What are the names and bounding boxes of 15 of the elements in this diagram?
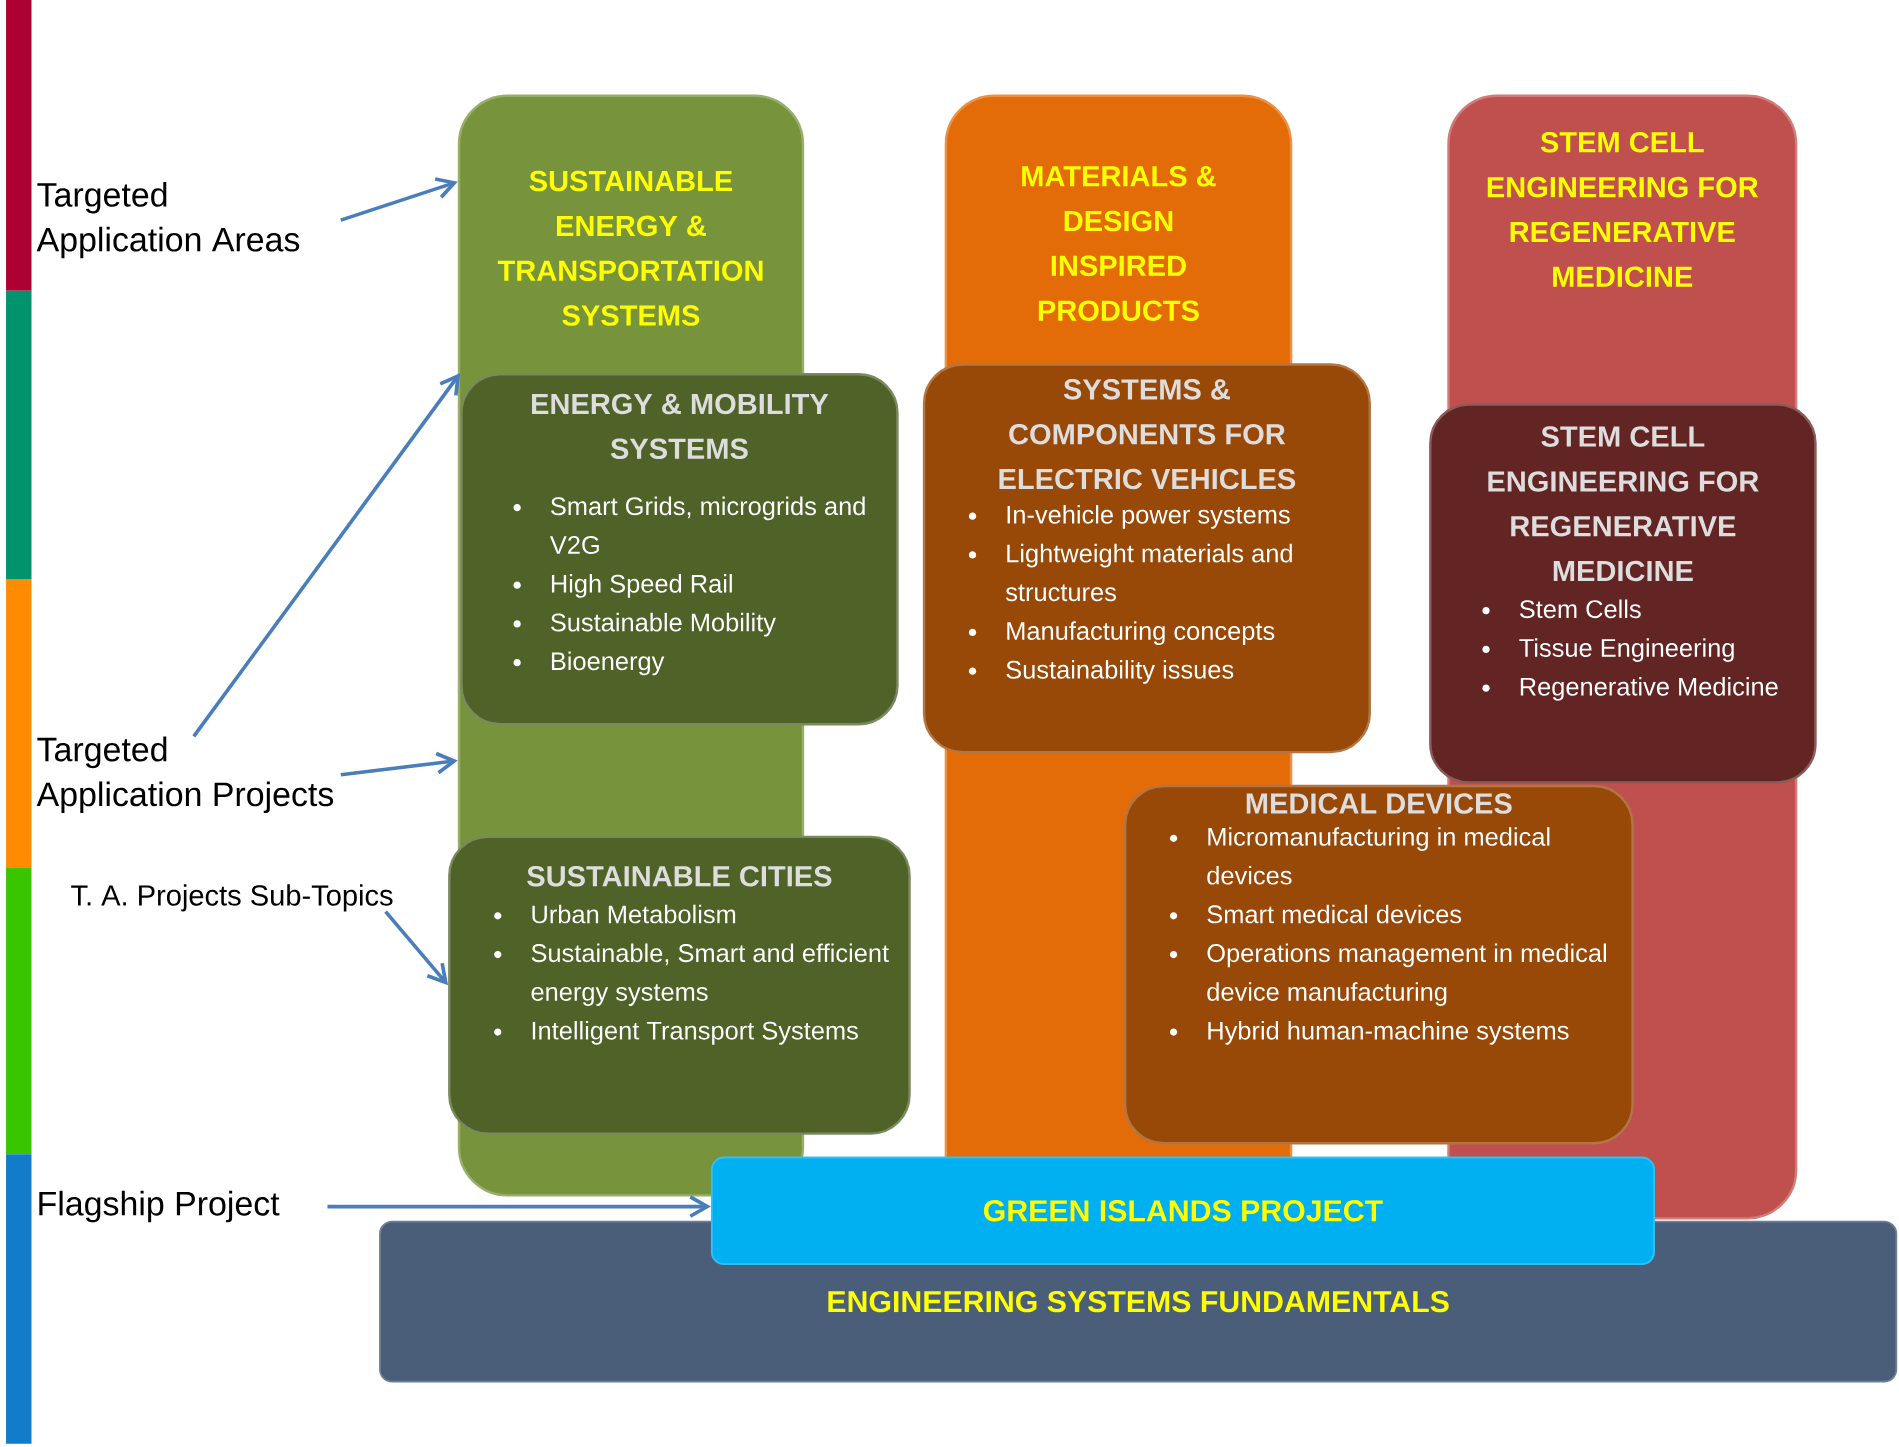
arrow <box>340 751 458 777</box>
project-box: SYSTEMS & COMPONENTS FOR ELECTRIC VEHICLES In-vehicle power systems Lightweight materials and structures Manufacturing concepts Sustainability issues <box>922 363 1371 754</box>
side-label: Targeted Application Areas <box>36 181 300 259</box>
arrow <box>192 372 461 738</box>
arrow <box>327 1195 711 1218</box>
flagship-bar: GREEN ISLANDS PROJECT <box>710 1156 1655 1265</box>
side-label: Flagship Project <box>39 1190 280 1223</box>
project-box: STEM CELL ENGINEERING FOR REGENERATIVE MEDICINE Stem Cells Tissue Engineering Regenerative Medicine <box>1429 403 1817 784</box>
project-box: MEDICAL DEVICES Micromanufacturing in medical devices Smart medical devices Operations management in medical device manufacturing Hybrid human-machine systems <box>1123 784 1634 1145</box>
side-label: T. A. Projects Sub-Topics <box>71 884 393 912</box>
arrow <box>340 177 458 222</box>
project-box: ENERGY & MOBILITY SYSTEMS Smart Grids, microgrids and V2G High Speed Rail Sustainable Mobility Bioenergy <box>460 372 899 726</box>
project-box: SUSTAINABLE CITIES Urban Metabolism Sustainable, Smart and efficient energy systems Intelligent Transport Systems <box>448 835 911 1135</box>
arrow <box>384 910 449 986</box>
side-label: Targeted Application Projects <box>36 736 334 813</box>
